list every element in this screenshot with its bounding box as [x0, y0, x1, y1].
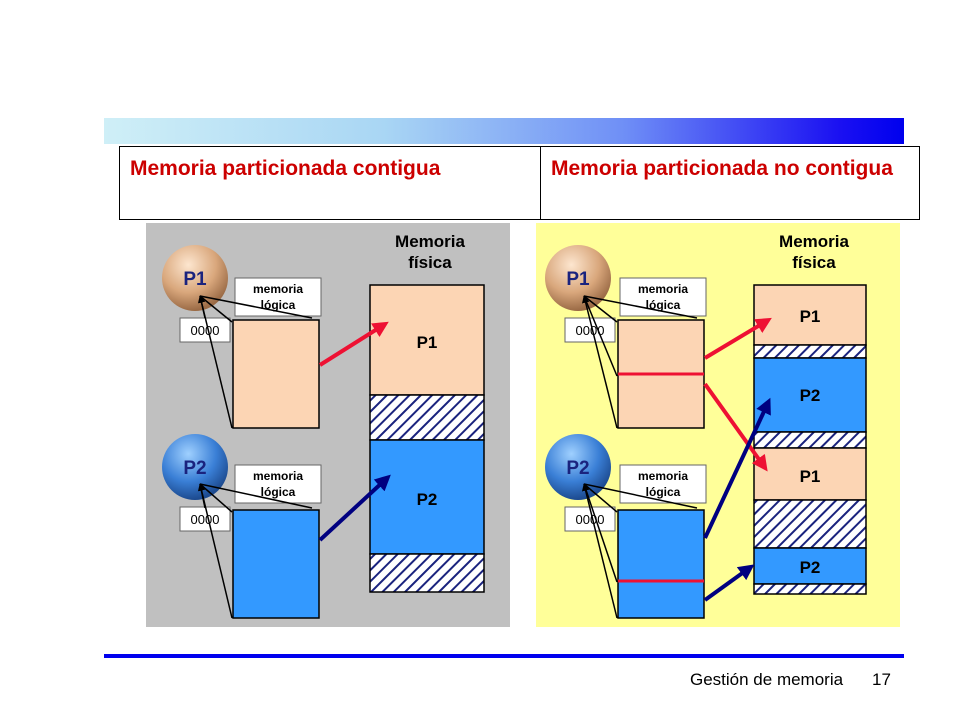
left-p1-logical-block [232, 319, 320, 429]
right-p1-pointer-3 [583, 295, 618, 323]
right-phys-p1-b-label: P1 [800, 467, 821, 486]
left-p1-map-arrow [318, 321, 389, 367]
right-p1-circle-label: P1 [566, 269, 590, 290]
right-p1-pointer-4 [583, 295, 698, 319]
right-phys-p2-b-block [753, 547, 867, 585]
right-phys-p1-b-block [753, 447, 867, 501]
left-p2-map-arrow [318, 474, 391, 542]
right-phys-p2-b-label: P2 [800, 558, 821, 577]
left-p2-logical-label-1: memoria [253, 469, 303, 483]
left-p1-logical-label-box [234, 277, 322, 317]
right-p2-pointer-2 [583, 483, 618, 583]
left-p1-address: 0000 [191, 323, 220, 338]
header-contiguous: Memoria particionada contigua [119, 146, 541, 220]
left-panel: Memoria física P1 memoria lógica 0000 P2… [146, 223, 510, 627]
right-phys-p2-a-block [753, 357, 867, 433]
left-phys-free-1 [369, 394, 485, 441]
left-physical-title-2: física [408, 253, 452, 272]
right-p2-logical-block [617, 509, 705, 619]
right-phys-p1-a-label: P1 [800, 307, 821, 326]
left-p2-circle [162, 434, 228, 500]
right-phys-free-4 [753, 583, 867, 595]
right-p1-map-arrow-1 [703, 317, 772, 360]
left-p1-circle-label: P1 [183, 269, 207, 290]
right-p2-pointer-3 [583, 483, 618, 513]
left-p1-circle [162, 245, 228, 311]
right-p1-logical-label-1: memoria [638, 282, 688, 296]
right-p1-map-arrow-2 [703, 382, 768, 472]
right-phys-p2-a-label: P2 [800, 386, 821, 405]
right-p2-circle [545, 434, 611, 500]
left-physical-title-1: Memoria [395, 232, 465, 251]
left-p2-logical-block [232, 509, 320, 619]
right-p2-circle-label: P2 [566, 458, 589, 479]
right-p2-address: 0000 [576, 512, 605, 527]
left-p1-logical-label-1: memoria [253, 282, 303, 296]
right-phys-free-3 [753, 499, 867, 549]
left-p2-address-box [179, 506, 231, 532]
right-p2-logical-label-2: lógica [646, 485, 681, 499]
left-p2-logical-label-2: lógica [261, 485, 296, 499]
right-physical-title-2: física [792, 253, 836, 272]
left-p1-pointer-1 [197, 295, 233, 429]
right-p1-logical-label-2: lógica [646, 298, 681, 312]
right-physical-title-1: Memoria [779, 232, 849, 251]
page-number: 17 [872, 670, 891, 689]
left-p1-pointer-2 [199, 295, 233, 323]
right-p1-pointer-2 [583, 295, 618, 377]
left-p1-pointer-3 [199, 295, 313, 319]
right-p2-logical-label-1: memoria [638, 469, 688, 483]
header-table: Memoria particionada contigua Memoria pa… [119, 146, 920, 220]
header-non-contiguous: Memoria particionada no contigua [540, 146, 920, 220]
right-phys-free-2 [753, 431, 867, 449]
left-p2-pointer-3 [199, 483, 313, 509]
right-p1-logical-label-box [619, 277, 707, 317]
right-p2-map-arrow-1 [703, 397, 771, 539]
left-phys-p2-label: P2 [417, 490, 438, 509]
left-phys-p1-label: P1 [417, 333, 438, 352]
left-p1-pointer-4 [199, 295, 206, 319]
left-phys-p1-block [369, 284, 485, 396]
right-p2-map-arrow-2 [703, 564, 755, 602]
right-phys-p1-a-block [753, 284, 867, 346]
left-p1-address-box [179, 317, 231, 343]
right-phys-free-1 [753, 344, 867, 359]
left-p2-pointer-2 [199, 483, 233, 513]
right-p2-pointer-1 [581, 483, 618, 619]
right-p1-circle [545, 245, 611, 311]
left-p2-circle-label: P2 [183, 458, 206, 479]
right-p1-pointer-1 [581, 295, 618, 429]
left-p2-pointer-4 [199, 483, 206, 509]
left-p2-logical-label-box [234, 464, 322, 504]
footer-label: Gestión de memoria [690, 670, 844, 689]
right-p2-pointer-4 [583, 483, 698, 509]
left-phys-p2-block [369, 439, 485, 555]
footer-rule [104, 654, 904, 658]
left-p2-address: 0000 [191, 512, 220, 527]
left-p1-logical-label-2: lógica [261, 298, 296, 312]
left-phys-free-2 [369, 553, 485, 593]
right-panel: Memoria física P1 memoria lógica 0000 P2… [536, 223, 900, 627]
title-gradient-bar [104, 118, 904, 144]
right-p2-logical-label-box [619, 464, 707, 504]
